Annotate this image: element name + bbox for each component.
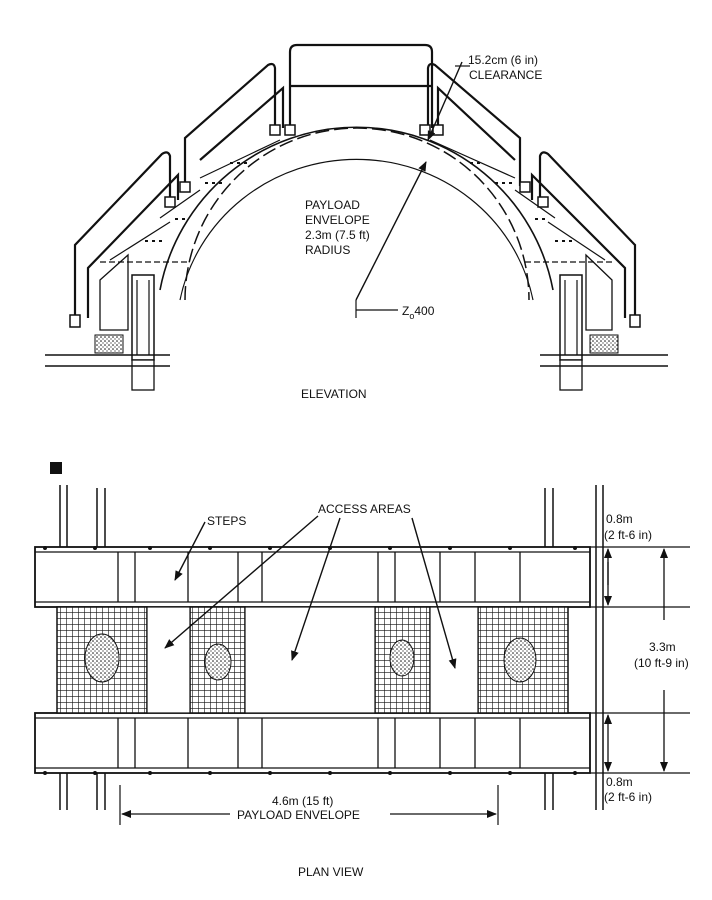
- clearance-label: CLEARANCE: [469, 68, 542, 82]
- station-label: Zo400: [402, 304, 435, 321]
- steps-leader: [174, 521, 206, 581]
- handrail-left-lower: [73, 151, 172, 318]
- access-hatch-3: [389, 639, 415, 677]
- plan-view: [34, 485, 690, 825]
- width-dim-value: 4.6m (15 ft): [272, 794, 333, 808]
- dim-top-value: 0.8m: [606, 512, 633, 526]
- top-walkway: [34, 546, 591, 608]
- dim-bottom-value: 0.8m: [606, 775, 633, 789]
- payload-envelope-line1: PAYLOAD: [305, 198, 360, 212]
- platform-inner-arc: [179, 158, 534, 301]
- access-hatch-4: [503, 637, 537, 683]
- access-leader-2: [291, 517, 341, 661]
- handrail-left-upper: [183, 62, 277, 186]
- payload-envelope-line4: RADIUS: [305, 243, 350, 257]
- access-hatch-1: [84, 633, 120, 683]
- clearance-leader: [427, 61, 463, 141]
- elevation-caption: ELEVATION: [301, 387, 367, 401]
- width-dim-label: PAYLOAD ENVELOPE: [237, 808, 360, 822]
- bottom-walkway: [34, 712, 591, 774]
- dim-top-imperial: (2 ft-6 in): [604, 528, 652, 542]
- access-areas-label: ACCESS AREAS: [318, 502, 411, 516]
- grating-panel-4: [477, 606, 569, 714]
- dim-bottom-imperial: (2 ft-6 in): [604, 790, 652, 804]
- payload-envelope-line3: 2.3m (7.5 ft): [305, 228, 370, 242]
- plan-view-caption: PLAN VIEW: [298, 865, 364, 879]
- handrail-right-upper: [426, 62, 522, 186]
- handrail-right-lower: [538, 151, 637, 318]
- access-leader-3: [411, 517, 457, 669]
- figure-marker: [50, 462, 62, 474]
- right-support-column: [559, 253, 619, 391]
- payload-envelope-line2: ENVELOPE: [305, 213, 370, 227]
- steps-label: STEPS: [207, 514, 246, 528]
- radius-arrow: [355, 161, 427, 301]
- dim-total-value: 3.3m: [649, 640, 676, 654]
- left-support-column: [94, 253, 155, 391]
- handrail-top: [288, 43, 434, 128]
- dim-total-imperial: (10 ft-9 in): [634, 656, 689, 670]
- platform-outer-arc: [159, 126, 554, 291]
- clearance-value: 15.2cm (6 in): [468, 53, 538, 67]
- access-leader-1: [164, 515, 319, 649]
- elevation-view: [45, 43, 668, 391]
- access-hatch-2: [204, 643, 232, 681]
